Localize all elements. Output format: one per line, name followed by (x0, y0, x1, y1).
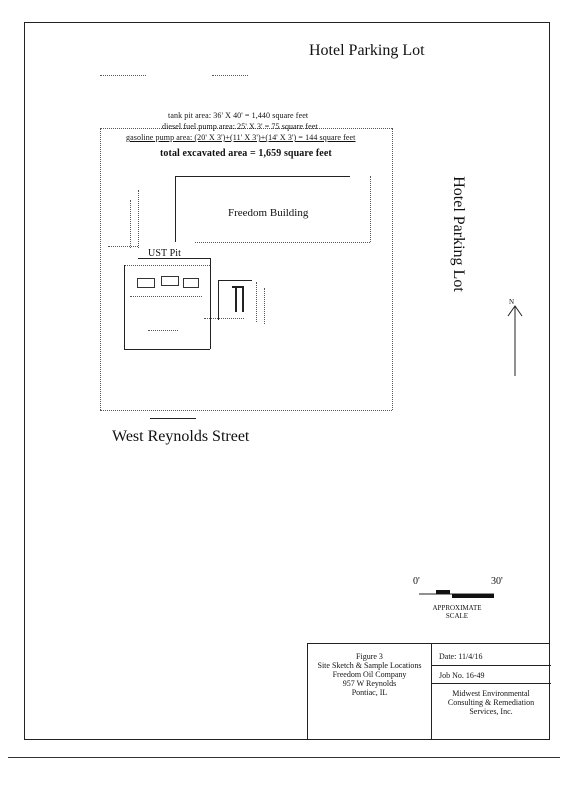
scale-bar (419, 590, 494, 598)
title-block: Figure 3 Site Sketch & Sample Locations … (307, 643, 551, 740)
pit-top-line (138, 258, 210, 259)
scale-start: 0' (413, 576, 420, 587)
tank-1 (137, 278, 155, 288)
tank-pit-note: tank pit area: 36' X 40' = 1,440 square … (168, 111, 309, 120)
building-label: Freedom Building (228, 207, 309, 219)
title-block-divider (431, 644, 432, 740)
job-number: Job No. 16-49 (439, 671, 485, 680)
figure-line-4: 957 W Reynolds (342, 679, 397, 688)
tank-3 (183, 278, 199, 288)
boundary-bottom (100, 410, 392, 411)
south-street-label: West Reynolds Street (112, 428, 250, 445)
pit-west-dotted-2 (138, 190, 139, 248)
boundary-north-mid (212, 75, 248, 76)
pit-dotted-top (124, 265, 210, 266)
figure-caption: Figure 3 Site Sketch & Sample Locations … (308, 652, 431, 697)
pump-canopy-bar (232, 286, 244, 288)
pit-bottom-wall (124, 349, 210, 350)
boundary-top (100, 128, 392, 129)
figure-line-3: Freedom Oil Company (332, 670, 407, 679)
pump-area-east-2 (264, 288, 265, 324)
drawing-border (24, 22, 550, 740)
pump-area-south (204, 318, 244, 319)
north-label: N (509, 298, 515, 306)
pump-island-left (218, 280, 219, 320)
tank-2 (161, 276, 179, 286)
pit-west-dotted-h (108, 246, 138, 247)
pit-left-wall (124, 265, 125, 349)
pit-west-dotted (130, 200, 131, 248)
company-line-2: Consulting & Remediation (447, 698, 535, 707)
figure-line-2: Site Sketch & Sample Locations (317, 661, 422, 670)
building-left-wall (175, 176, 176, 242)
pit-sample-line (130, 296, 202, 297)
boundary-north-left (100, 75, 146, 76)
boundary-right (392, 128, 393, 410)
pit-sample-line-2 (148, 330, 178, 331)
title-block-rule-2 (431, 683, 551, 684)
curb-line (150, 418, 196, 419)
north-parking-label: Hotel Parking Lot (309, 42, 425, 59)
scale-label-line1: APPROXIMATE (432, 604, 482, 612)
ust-pit-label: UST Pit (148, 248, 182, 259)
scale-label: APPROXIMATE SCALE (424, 604, 490, 620)
building-top-wall (175, 176, 350, 177)
scale-end: 30' (491, 576, 503, 587)
figure-line-1: Figure 3 (356, 652, 383, 661)
north-arrow (507, 305, 523, 376)
east-parking-label: Hotel Parking Lot (449, 176, 467, 292)
title-block-rule-1 (431, 665, 551, 666)
pump-area-east (256, 282, 257, 322)
pump-dispenser-left (235, 288, 237, 312)
boundary-left (100, 128, 101, 410)
company-line-1: Midwest Environmental (452, 689, 530, 698)
figure-line-5: Pontiac, IL (351, 688, 388, 697)
scale-label-line2: SCALE (445, 612, 469, 620)
date-field: Date: 11/4/16 (439, 652, 483, 661)
building-bottom-edge (195, 242, 370, 243)
gasoline-pump-note: gasoline pump area: (20' X 3')+(11' X 3'… (126, 133, 356, 142)
building-right-edge (370, 176, 371, 242)
pump-island-top (218, 280, 252, 281)
diesel-pump-note: diesel fuel pump area: 25' X 3' = 75 squ… (162, 122, 318, 131)
company-line-3: Services, Inc. (469, 707, 513, 716)
page-separator (8, 757, 560, 758)
total-area-note: total excavated area = 1,659 square feet (160, 148, 332, 159)
pit-right-wall (210, 258, 211, 349)
company-name: Midwest Environmental Consulting & Remed… (431, 689, 551, 716)
pump-dispenser-right (242, 288, 244, 312)
